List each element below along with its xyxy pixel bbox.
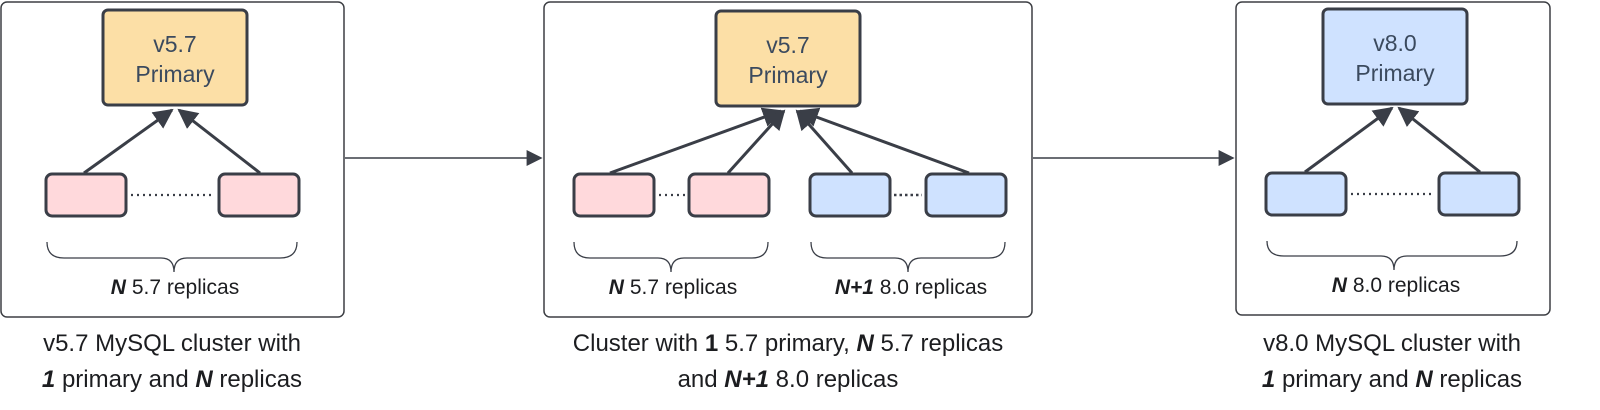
- replica-group-label: N 5.7 replicas: [609, 276, 737, 299]
- panel-caption-line-1: v5.7 MySQL cluster with: [43, 330, 301, 357]
- panel-v57-cluster: v5.7 Primary N 5.7 replicas v5.7 MySQL c…: [0, 1, 345, 393]
- panel-frame: [543, 1, 1033, 318]
- primary-role-label: Primary: [1355, 60, 1435, 86]
- replica-group-brace: [573, 241, 769, 273]
- replication-arrow: [1304, 106, 1394, 174]
- replica-node-57: [44, 172, 128, 218]
- replication-arrow: [609, 107, 783, 175]
- primary-node-box: [1321, 7, 1469, 106]
- replication-arrow: [1397, 106, 1481, 174]
- replica-group-label: N 5.7 replicas: [111, 276, 239, 299]
- primary-node: v5.7 Primary: [101, 8, 249, 107]
- replica-node-80: [1264, 171, 1348, 217]
- replica-node-80: [808, 172, 892, 218]
- primary-role-label: Primary: [135, 61, 215, 87]
- primary-version-label: v5.7: [766, 32, 809, 58]
- panel-caption-line-1: v8.0 MySQL cluster with: [1263, 330, 1521, 357]
- replica-group-brace: [810, 241, 1006, 273]
- panel-mixed-cluster: v5.7 Primary N 5.7 replicas N+1 8.0 repl…: [543, 1, 1033, 393]
- replica-node-80: [1437, 171, 1521, 217]
- panel-frame: [0, 1, 345, 318]
- primary-version-label: v5.7: [153, 31, 196, 57]
- replication-arrow: [798, 107, 970, 175]
- primary-node: v8.0 Primary: [1321, 7, 1469, 106]
- primary-node-box: [714, 9, 862, 108]
- panel-caption-line-2: 1 primary and N replicas: [42, 366, 302, 393]
- panel-frame: [1235, 1, 1551, 316]
- replica-node-57: [217, 172, 301, 218]
- panel-v80-cluster: v8.0 Primary N 8.0 replicas v8.0 MySQL c…: [1235, 1, 1551, 393]
- primary-node: v5.7 Primary: [714, 9, 862, 108]
- panel-caption-line-2: 1 primary and N replicas: [1262, 366, 1522, 393]
- replica-group-brace: [46, 241, 298, 273]
- replication-arrow: [177, 108, 261, 175]
- primary-role-label: Primary: [748, 62, 828, 88]
- primary-node-box: [101, 8, 249, 107]
- primary-version-label: v8.0: [1373, 30, 1416, 56]
- replica-group-label: N 8.0 replicas: [1332, 274, 1460, 297]
- panel-caption-line-1: Cluster with 1 5.7 primary, N 5.7 replic…: [573, 330, 1003, 357]
- replication-arrow: [83, 108, 174, 175]
- replica-node-80: [924, 172, 1008, 218]
- panel-caption-line-2: and N+1 8.0 replicas: [678, 366, 899, 393]
- replica-group-brace: [1266, 240, 1518, 271]
- replica-node-57: [572, 172, 656, 218]
- replica-node-57: [687, 172, 771, 218]
- replica-group-label: N+1 8.0 replicas: [835, 276, 987, 299]
- replication-arrow: [726, 109, 786, 175]
